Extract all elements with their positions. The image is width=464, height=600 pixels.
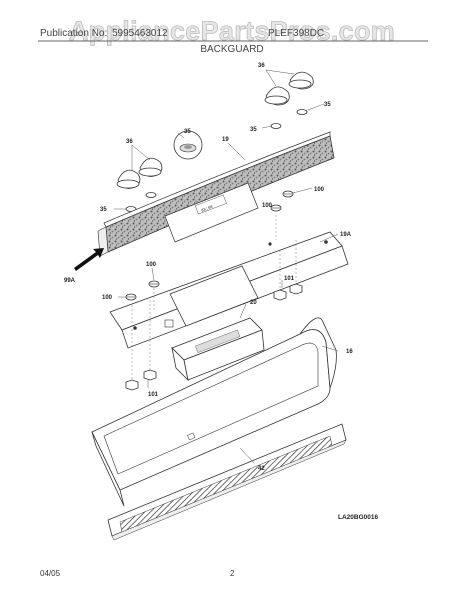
callout-100-left-upper: 100 (146, 262, 157, 268)
arrow-99a (74, 248, 104, 271)
knob-group-left (116, 144, 163, 189)
nuts-101 (125, 283, 303, 391)
section-title: BACKGUARD (200, 44, 263, 55)
callout-20: 20 (250, 300, 257, 306)
callout-35-left: 35 (100, 207, 107, 213)
callout-100-mid: 100 (262, 203, 273, 209)
callout-19a: 19A (340, 232, 352, 238)
callouts: 36 35 35 35 19 36 35 100 100 19A 99A 100… (64, 63, 353, 472)
callout-36-right: 36 (258, 63, 265, 69)
diagram-code: LA20BG0016 (338, 514, 378, 521)
page-header: AppliancePartsPros.com Publication No: 5… (38, 16, 428, 55)
model-number: PLEF398DC (268, 28, 324, 39)
leader-lines (114, 103, 339, 464)
page-footer: LA20BG0016 04/05 2 (40, 514, 378, 578)
footer-date: 04/05 (40, 569, 61, 578)
publication-number: 5995463012 (112, 28, 168, 39)
callout-16: 16 (346, 349, 353, 355)
trim-42 (107, 423, 347, 541)
bracket-19a (109, 231, 349, 349)
callout-35-circle: 35 (184, 129, 191, 135)
callout-35-mid-right: 35 (250, 127, 257, 133)
backguard-frame-16 (91, 317, 337, 507)
callout-35-top-right: 35 (324, 102, 331, 108)
callout-101-left: 101 (148, 392, 159, 398)
callout-101-right: 101 (284, 276, 295, 282)
callout-19: 19 (222, 137, 229, 143)
callout-36-left: 36 (126, 139, 133, 145)
callout-100-right: 100 (314, 187, 325, 193)
knob-group-right (264, 69, 314, 106)
control-board-20 (171, 317, 265, 382)
callout-42: 42 (258, 466, 265, 472)
detail-circle (173, 130, 203, 160)
screws-100 (125, 190, 294, 301)
svg-text:88:88: 88:88 (201, 205, 214, 213)
page-number: 2 (230, 569, 235, 578)
callout-100-left: 100 (102, 295, 113, 301)
control-panel-19: 88:88 (97, 131, 335, 257)
publication-label: Publication No: (40, 28, 107, 39)
callout-99a: 99A (64, 278, 76, 284)
